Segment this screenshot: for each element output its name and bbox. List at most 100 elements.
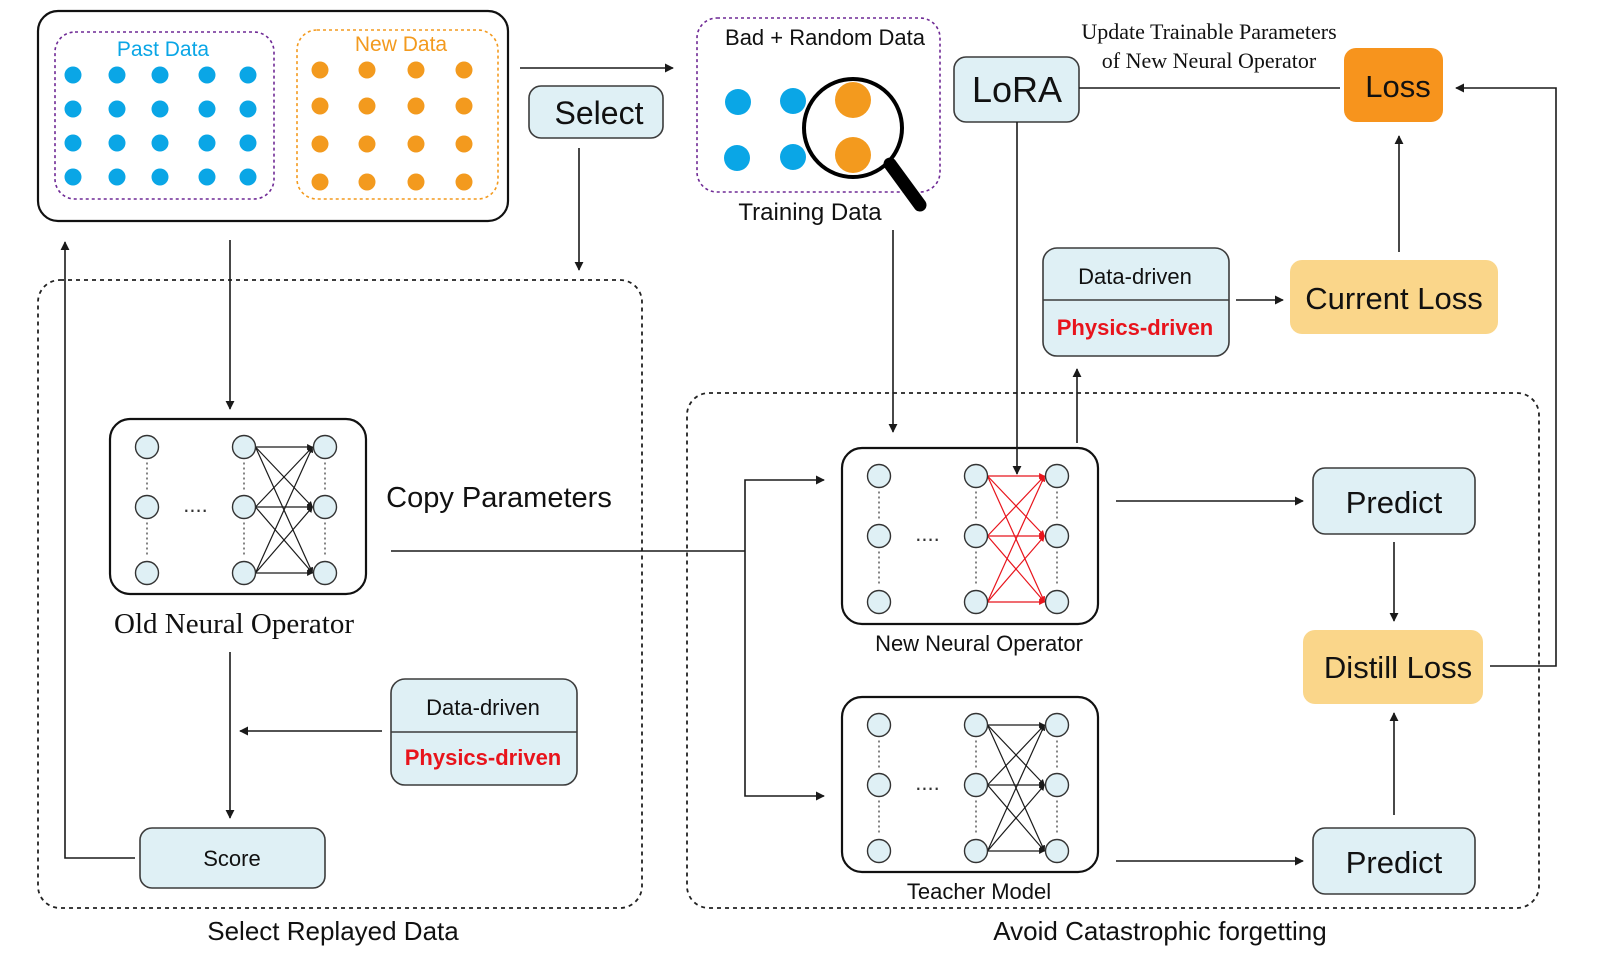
predict-bottom-box[interactable] — [1312, 827, 1476, 895]
driven-box-top — [1042, 247, 1230, 357]
new-data-box — [296, 29, 499, 200]
past-data-point — [239, 168, 257, 186]
old-operator-network: .... — [134, 434, 338, 586]
network-node — [1044, 589, 1070, 615]
copy-params-label: Copy Parameters — [386, 482, 612, 514]
predict-top-label: Predict — [1346, 485, 1443, 520]
new-data-point — [311, 173, 329, 191]
new-data-points — [311, 61, 473, 191]
score-box[interactable] — [139, 827, 326, 889]
network-edge — [255, 506, 313, 574]
select-button[interactable] — [528, 85, 664, 139]
network-node — [1044, 712, 1070, 738]
network-node — [134, 494, 160, 520]
network-edge — [255, 446, 313, 508]
predict-bottom-label: Predict — [1346, 845, 1443, 880]
network-node — [866, 772, 892, 798]
current-loss-box[interactable] — [1290, 260, 1498, 334]
training-past-point — [725, 89, 751, 115]
select-replayed-caption: Select Replayed Data — [207, 916, 459, 946]
old-operator-label: Old Neural Operator — [114, 608, 354, 640]
new-data-point — [407, 97, 425, 115]
new-data-label: New Data — [355, 33, 448, 56]
network-edge — [987, 724, 1045, 786]
network-node — [1044, 463, 1070, 489]
new-data-point — [407, 173, 425, 191]
network-node — [963, 712, 989, 738]
past-data-point — [108, 134, 126, 152]
update-note-line2: of New Neural Operator — [1102, 48, 1317, 73]
network-node — [231, 494, 257, 520]
new-data-point — [407, 135, 425, 153]
past-data-point — [198, 134, 216, 152]
network-edge — [986, 475, 1046, 603]
past-data-point — [108, 168, 126, 186]
new-data-point — [358, 135, 376, 153]
past-data-box — [54, 31, 275, 200]
network-node — [866, 838, 892, 864]
new-data-point — [455, 61, 473, 79]
new-operator-label: New Neural Operator — [875, 631, 1083, 656]
new-operator-network: .... — [866, 463, 1070, 615]
avoid-forgetting-region — [686, 392, 1540, 909]
network-node — [866, 712, 892, 738]
magnifier-icon — [802, 77, 927, 212]
loss-box[interactable] — [1344, 48, 1443, 122]
new-data-point — [358, 173, 376, 191]
past-data-point — [239, 100, 257, 118]
past-data-points — [64, 66, 257, 186]
training-past-point — [780, 144, 806, 170]
avoid-forgetting-caption: Avoid Catastrophic forgetting — [993, 916, 1326, 946]
new-data-point — [455, 173, 473, 191]
select-replayed-region — [37, 279, 643, 909]
training-data-box — [696, 17, 941, 193]
network-node — [963, 838, 989, 864]
data-pool-box — [36, 9, 510, 223]
distill-loss-box[interactable] — [1303, 630, 1483, 704]
network-node — [134, 434, 160, 460]
training-past-point — [724, 145, 750, 171]
new-data-point — [358, 61, 376, 79]
past-data-label: Past Data — [117, 38, 210, 61]
network-node — [312, 434, 338, 460]
training-data-title: Bad + Random Data — [725, 25, 926, 50]
network-edge — [987, 475, 1045, 537]
network-node — [312, 560, 338, 586]
network-node — [312, 494, 338, 520]
past-data-point — [239, 66, 257, 84]
network-edge — [987, 535, 1045, 603]
past-data-point — [108, 66, 126, 84]
data-driven-label: Data-driven — [1078, 264, 1192, 289]
network-node — [866, 463, 892, 489]
new-data-point — [311, 97, 329, 115]
arrow-score-to-pool — [60, 241, 135, 859]
predict-top-box[interactable] — [1312, 467, 1476, 535]
network-edge — [986, 724, 1046, 852]
training-past-point — [780, 88, 806, 114]
distill-loss-label: Distill Loss — [1324, 650, 1472, 685]
past-data-point — [108, 100, 126, 118]
loss-label: Loss — [1365, 69, 1430, 104]
teacher-network: .... — [866, 712, 1070, 864]
past-data-point — [151, 100, 169, 118]
new-data-point — [311, 61, 329, 79]
network-node — [866, 589, 892, 615]
new-data-point — [311, 135, 329, 153]
past-data-point — [198, 168, 216, 186]
network-node — [134, 560, 160, 586]
current-loss-label: Current Loss — [1305, 281, 1482, 316]
past-data-point — [64, 66, 82, 84]
network-node — [963, 463, 989, 489]
network-node — [963, 772, 989, 798]
past-data-point — [151, 66, 169, 84]
new-data-point — [407, 61, 425, 79]
teacher-label: Teacher Model — [907, 879, 1051, 904]
physics-driven-label-bottom: Physics-driven — [405, 745, 562, 770]
network-node — [963, 523, 989, 549]
network-node — [1044, 523, 1070, 549]
arrow-copy-to-teacher — [744, 551, 825, 801]
network-ellipsis: .... — [915, 770, 939, 795]
past-data-point — [198, 66, 216, 84]
past-data-point — [64, 100, 82, 118]
physics-driven-label: Physics-driven — [1057, 315, 1214, 340]
